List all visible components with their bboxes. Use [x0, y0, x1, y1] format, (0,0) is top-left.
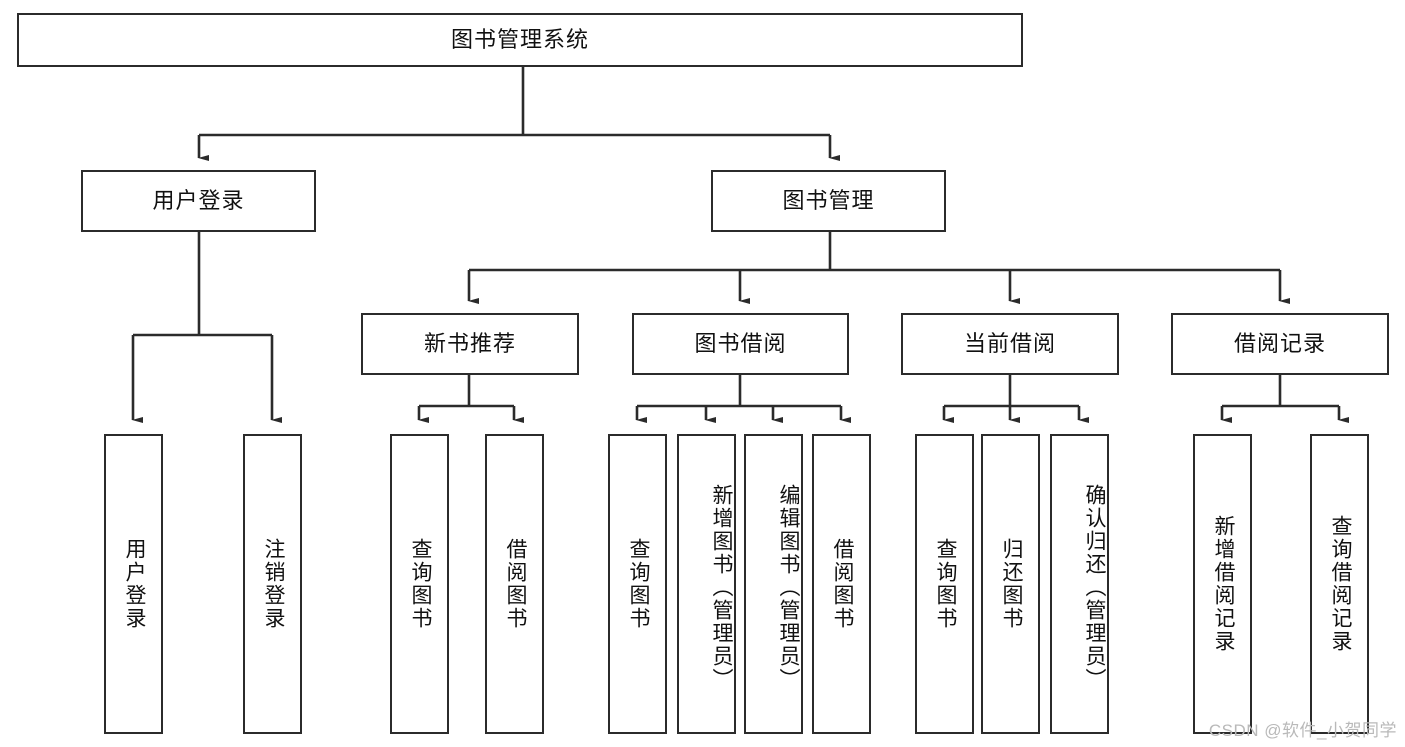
node-book-management[interactable]: 图书管理: [711, 170, 946, 232]
leaf-query-book-recommend[interactable]: 查询图书: [390, 434, 449, 734]
node-label: 借阅记录: [1233, 330, 1326, 356]
leaf-add-book-admin[interactable]: 新增图书（管理员）: [677, 434, 736, 734]
node-label: 注销登录: [261, 538, 285, 630]
leaf-query-book-borrow[interactable]: 查询图书: [608, 434, 667, 734]
node-label: 查询图书: [408, 538, 432, 630]
leaf-logout[interactable]: 注销登录: [243, 434, 302, 734]
node-label: 当前借阅: [963, 330, 1056, 356]
leaf-borrow-book[interactable]: 借阅图书: [812, 434, 871, 734]
node-root-library-system[interactable]: 图书管理系统: [17, 13, 1023, 67]
node-label: 图书借阅: [694, 330, 787, 356]
node-label: 确认归还（管理员）: [1083, 483, 1106, 691]
leaf-confirm-return-admin[interactable]: 确认归还（管理员）: [1050, 434, 1109, 734]
leaf-query-book-current[interactable]: 查询图书: [915, 434, 974, 734]
node-borrow-records[interactable]: 借阅记录: [1171, 313, 1389, 375]
node-label: 查询借阅记录: [1328, 515, 1352, 653]
watermark: CSDN @软件_小贺同学: [1208, 721, 1397, 740]
node-label: 归还图书: [999, 538, 1023, 630]
node-user-login[interactable]: 用户登录: [81, 170, 316, 232]
node-label: 新增借阅记录: [1211, 515, 1235, 653]
node-label: 借阅图书: [830, 538, 854, 630]
leaf-return-book[interactable]: 归还图书: [981, 434, 1040, 734]
node-label: 编辑图书（管理员）: [777, 483, 800, 691]
node-book-borrow[interactable]: 图书借阅: [632, 313, 849, 375]
node-label: 新书推荐: [423, 330, 516, 356]
node-label: 查询图书: [933, 538, 957, 630]
node-label: 新增图书（管理员）: [710, 483, 733, 691]
leaf-add-borrow-record[interactable]: 新增借阅记录: [1193, 434, 1252, 734]
node-label: 图书管理: [782, 187, 875, 213]
node-current-borrow[interactable]: 当前借阅: [901, 313, 1119, 375]
node-label: 借阅图书: [503, 538, 527, 630]
leaf-borrow-book-recommend[interactable]: 借阅图书: [485, 434, 544, 734]
node-new-book-recommend[interactable]: 新书推荐: [361, 313, 579, 375]
node-label: 用户登录: [152, 187, 245, 213]
leaf-edit-book-admin[interactable]: 编辑图书（管理员）: [744, 434, 803, 734]
leaf-query-borrow-record[interactable]: 查询借阅记录: [1310, 434, 1369, 734]
node-label: 图书管理系统: [450, 26, 589, 52]
node-label: 查询图书: [626, 538, 650, 630]
node-label: 用户登录: [122, 538, 146, 630]
leaf-user-login[interactable]: 用户登录: [104, 434, 163, 734]
